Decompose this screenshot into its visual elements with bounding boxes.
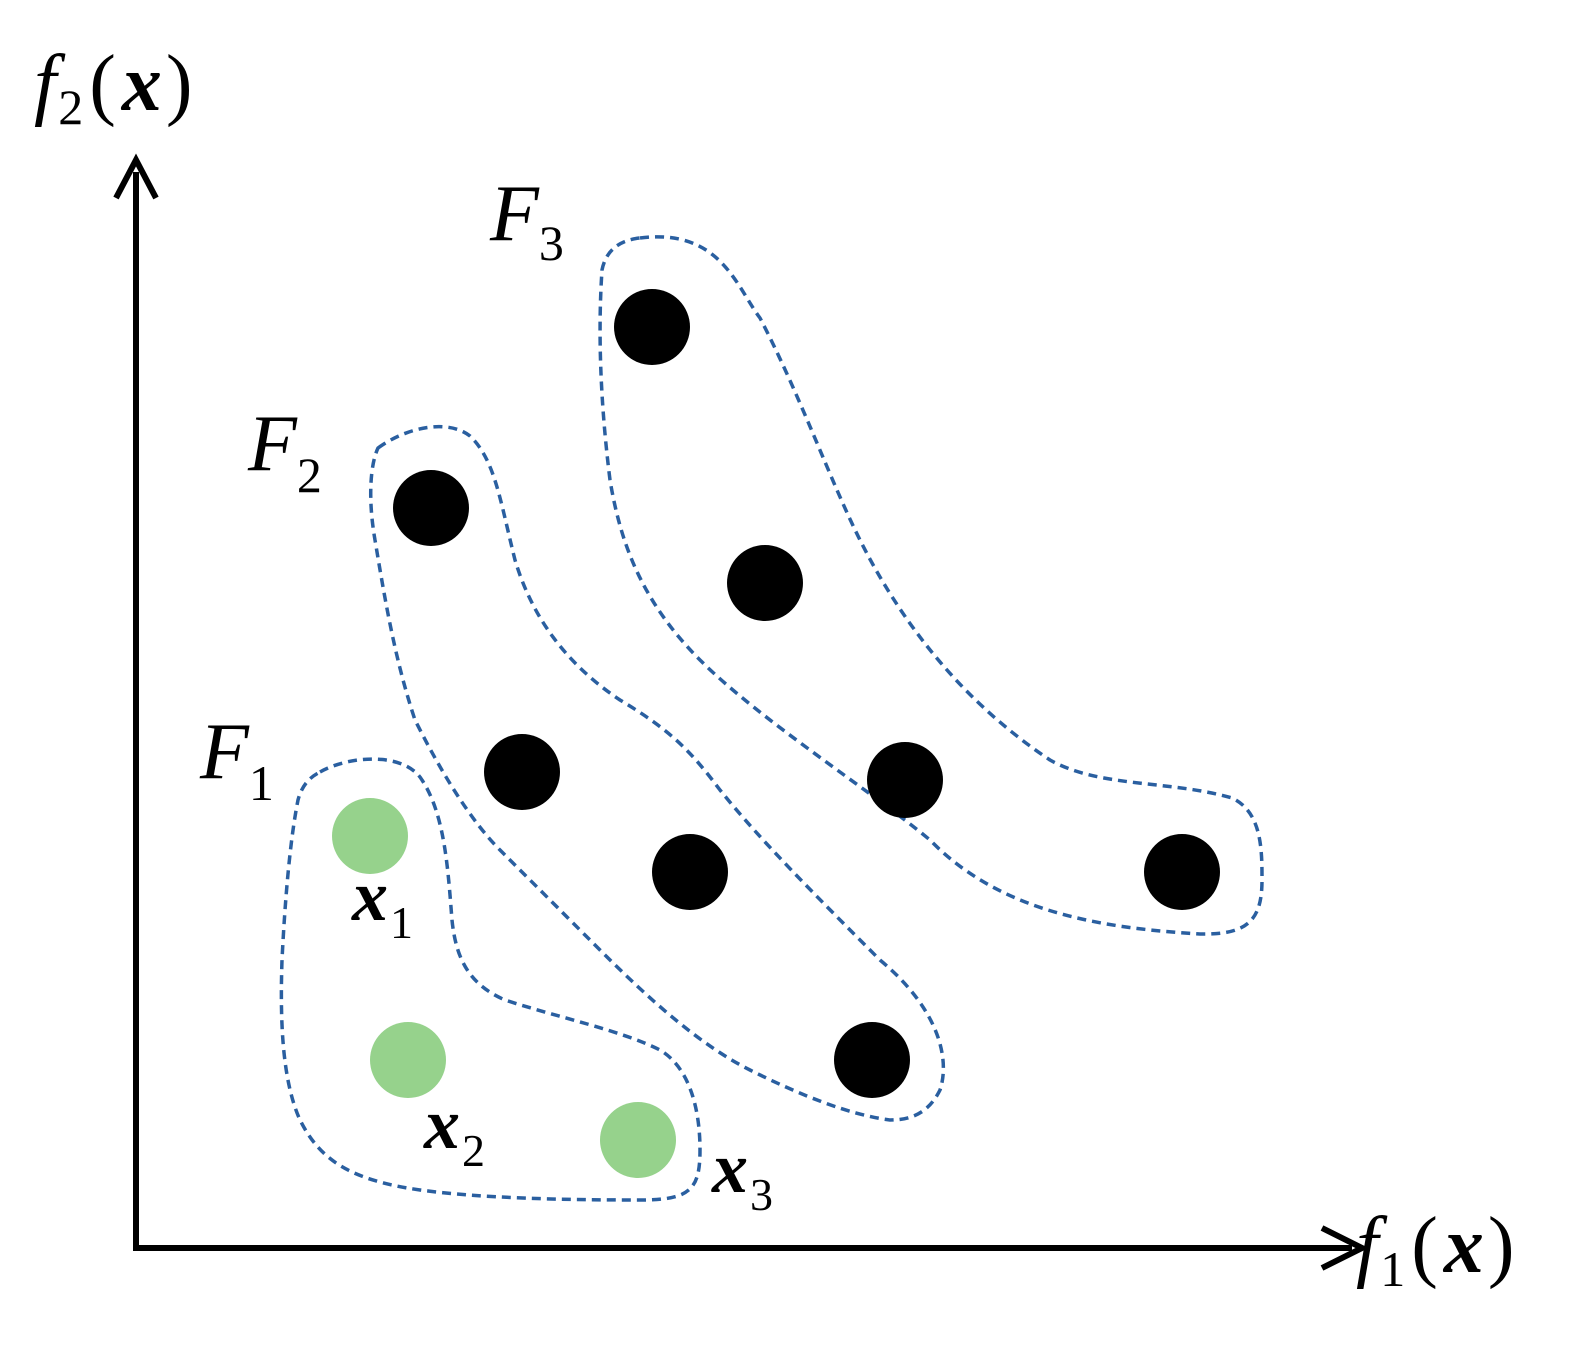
solution-x1-point: [332, 798, 408, 874]
solution-x1-label: x1: [351, 856, 413, 948]
front-2-point: [393, 470, 469, 546]
solution-x3-label: x3: [711, 1128, 773, 1220]
solution-x2-point: [370, 1022, 446, 1098]
front-3-point: [727, 545, 803, 621]
front-2-boundary: [368, 424, 946, 1122]
front-2-point: [834, 1022, 910, 1098]
front-3-points: [614, 289, 1220, 910]
front-2-label: F2: [247, 400, 322, 503]
front-boundaries: [279, 235, 1264, 1202]
x-axis-arrowhead: [1320, 1225, 1369, 1271]
front-3-point: [614, 289, 690, 365]
front-3-label: F3: [489, 170, 564, 271]
front-1-boundary: [279, 757, 702, 1202]
solution-x3-point: [600, 1102, 676, 1178]
axes: [113, 153, 1369, 1271]
front-3-point: [1144, 834, 1220, 910]
y-axis-arrowhead: [113, 153, 159, 200]
solution-x2-label: x2: [423, 1084, 485, 1176]
front-2-points: [393, 470, 910, 1098]
front-3-point: [867, 742, 943, 818]
front-1-label: F1: [199, 708, 274, 811]
y-axis-label: f2(x): [34, 40, 193, 135]
front-2-point: [484, 734, 560, 810]
front-2-point: [652, 834, 728, 910]
x-axis-label: f1(x): [1356, 1202, 1515, 1297]
front-3-boundary: [598, 235, 1264, 936]
front-1-points: [332, 798, 676, 1178]
